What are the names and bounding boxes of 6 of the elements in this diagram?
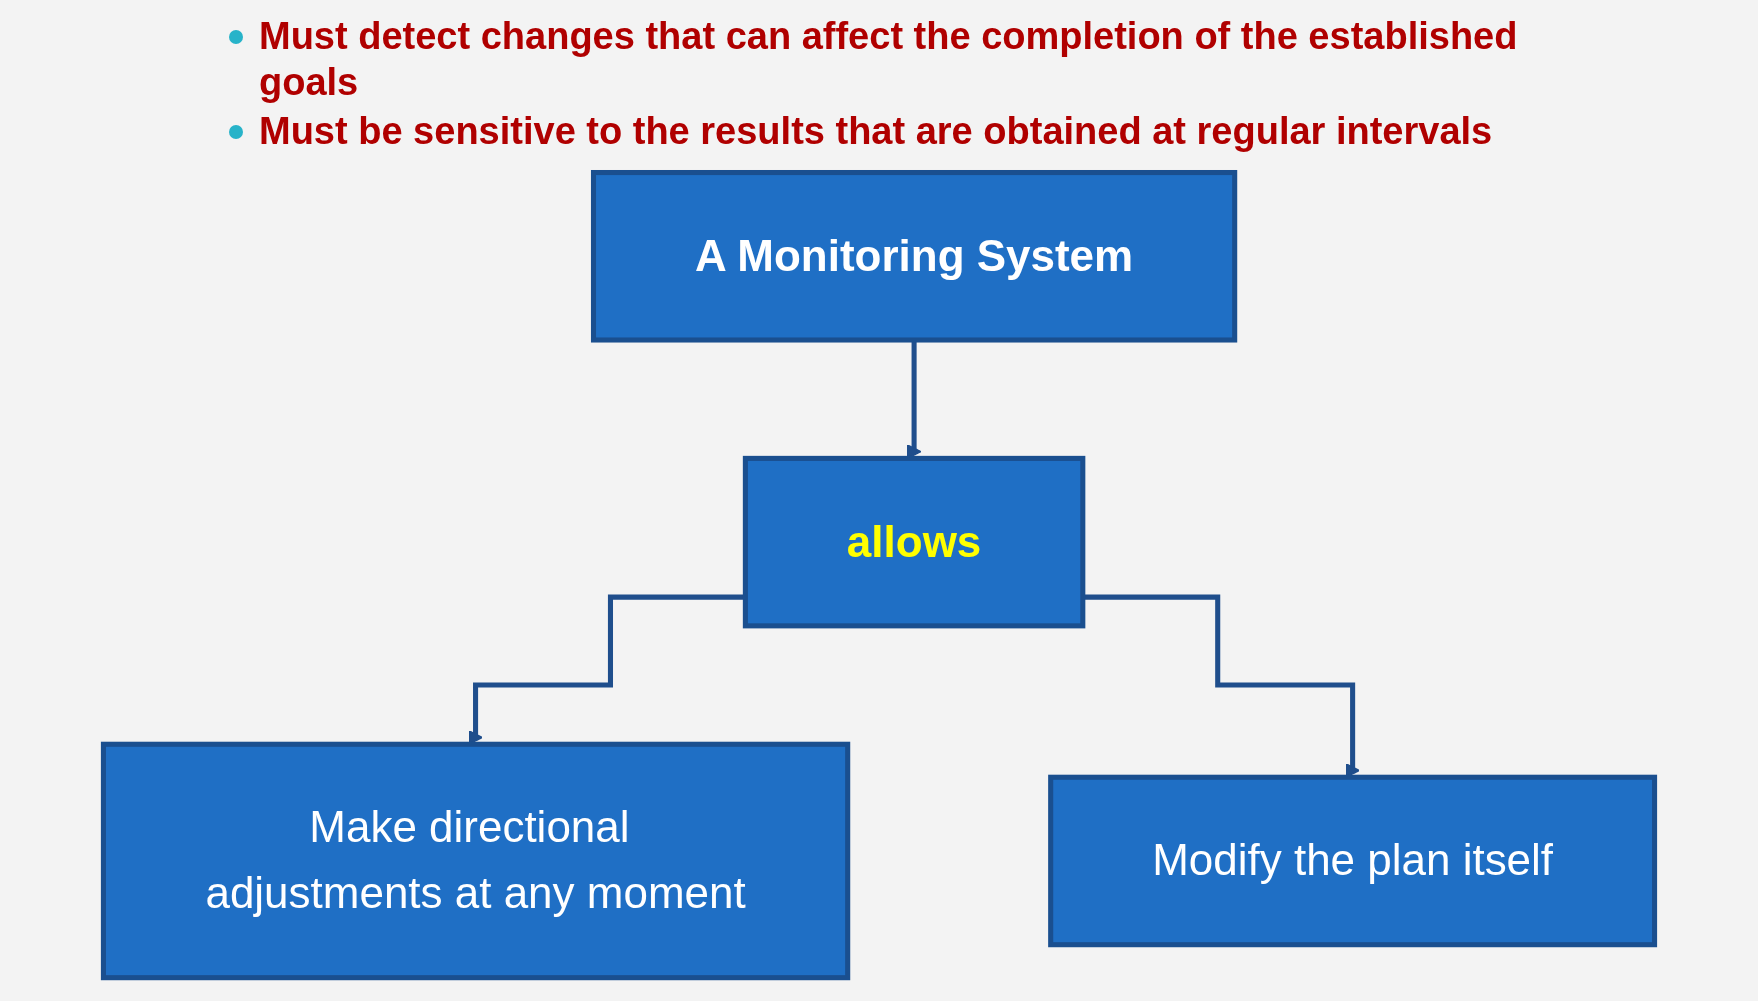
bullet-note: Must be sensitive to the results that are obtained at regular intervals	[259, 109, 1493, 155]
node-box: A Monitoring System	[590, 169, 1238, 343]
node-box: Modify the plan itself	[1048, 774, 1658, 947]
node-box: allows	[742, 455, 1086, 629]
bullet-note: Must detect changes that can affect the completion of the established goals	[259, 14, 1519, 105]
node-box: Make directional adjustments at any moment	[100, 741, 851, 980]
